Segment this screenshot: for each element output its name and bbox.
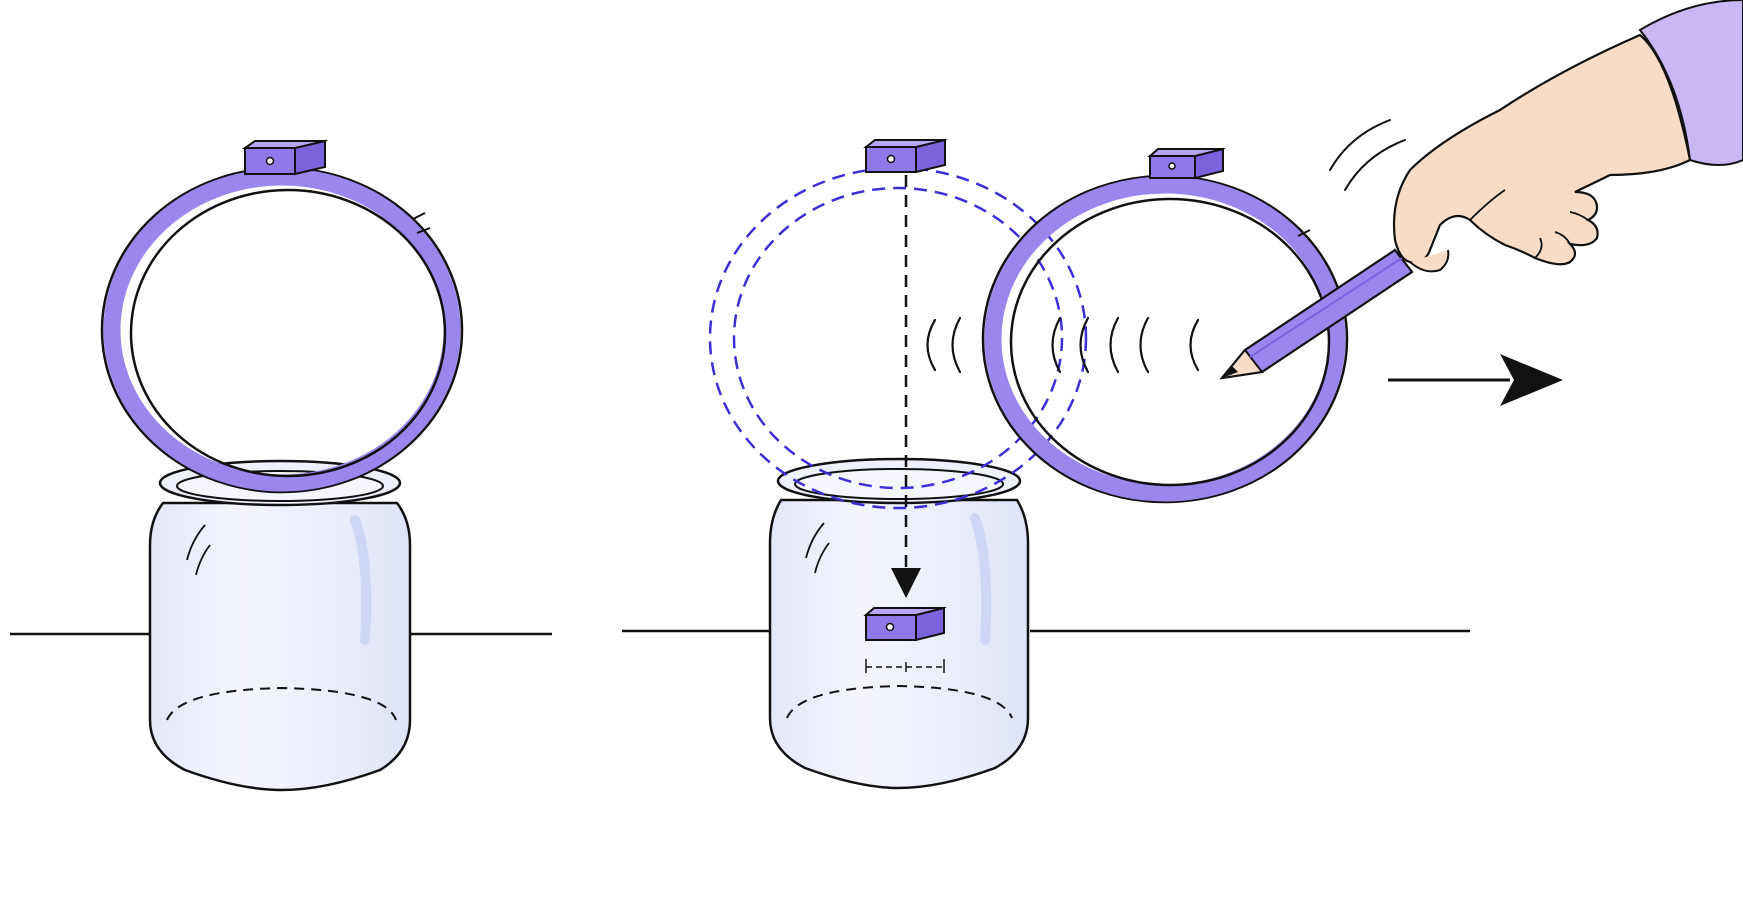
hand-motion-marks: [1329, 119, 1406, 191]
right-coin-block-start: [863, 138, 948, 174]
right-coin-block-fallen: [863, 606, 947, 673]
right-jar: [768, 457, 1030, 790]
hand-icon: [1392, 0, 1743, 273]
right-panel: [622, 0, 1743, 790]
vibration-arcs: [926, 316, 1200, 374]
right-arrow-icon: [1388, 354, 1563, 406]
left-panel: [10, 139, 552, 792]
left-hoop: [100, 166, 464, 494]
fall-path-arrow: [891, 175, 921, 598]
left-jar: [148, 459, 412, 792]
pencil-icon: [1219, 248, 1414, 380]
moving-hoop-clip: [1147, 147, 1226, 180]
ghost-hoop-dashed: [708, 166, 1088, 510]
left-coin-block: [241, 139, 329, 176]
